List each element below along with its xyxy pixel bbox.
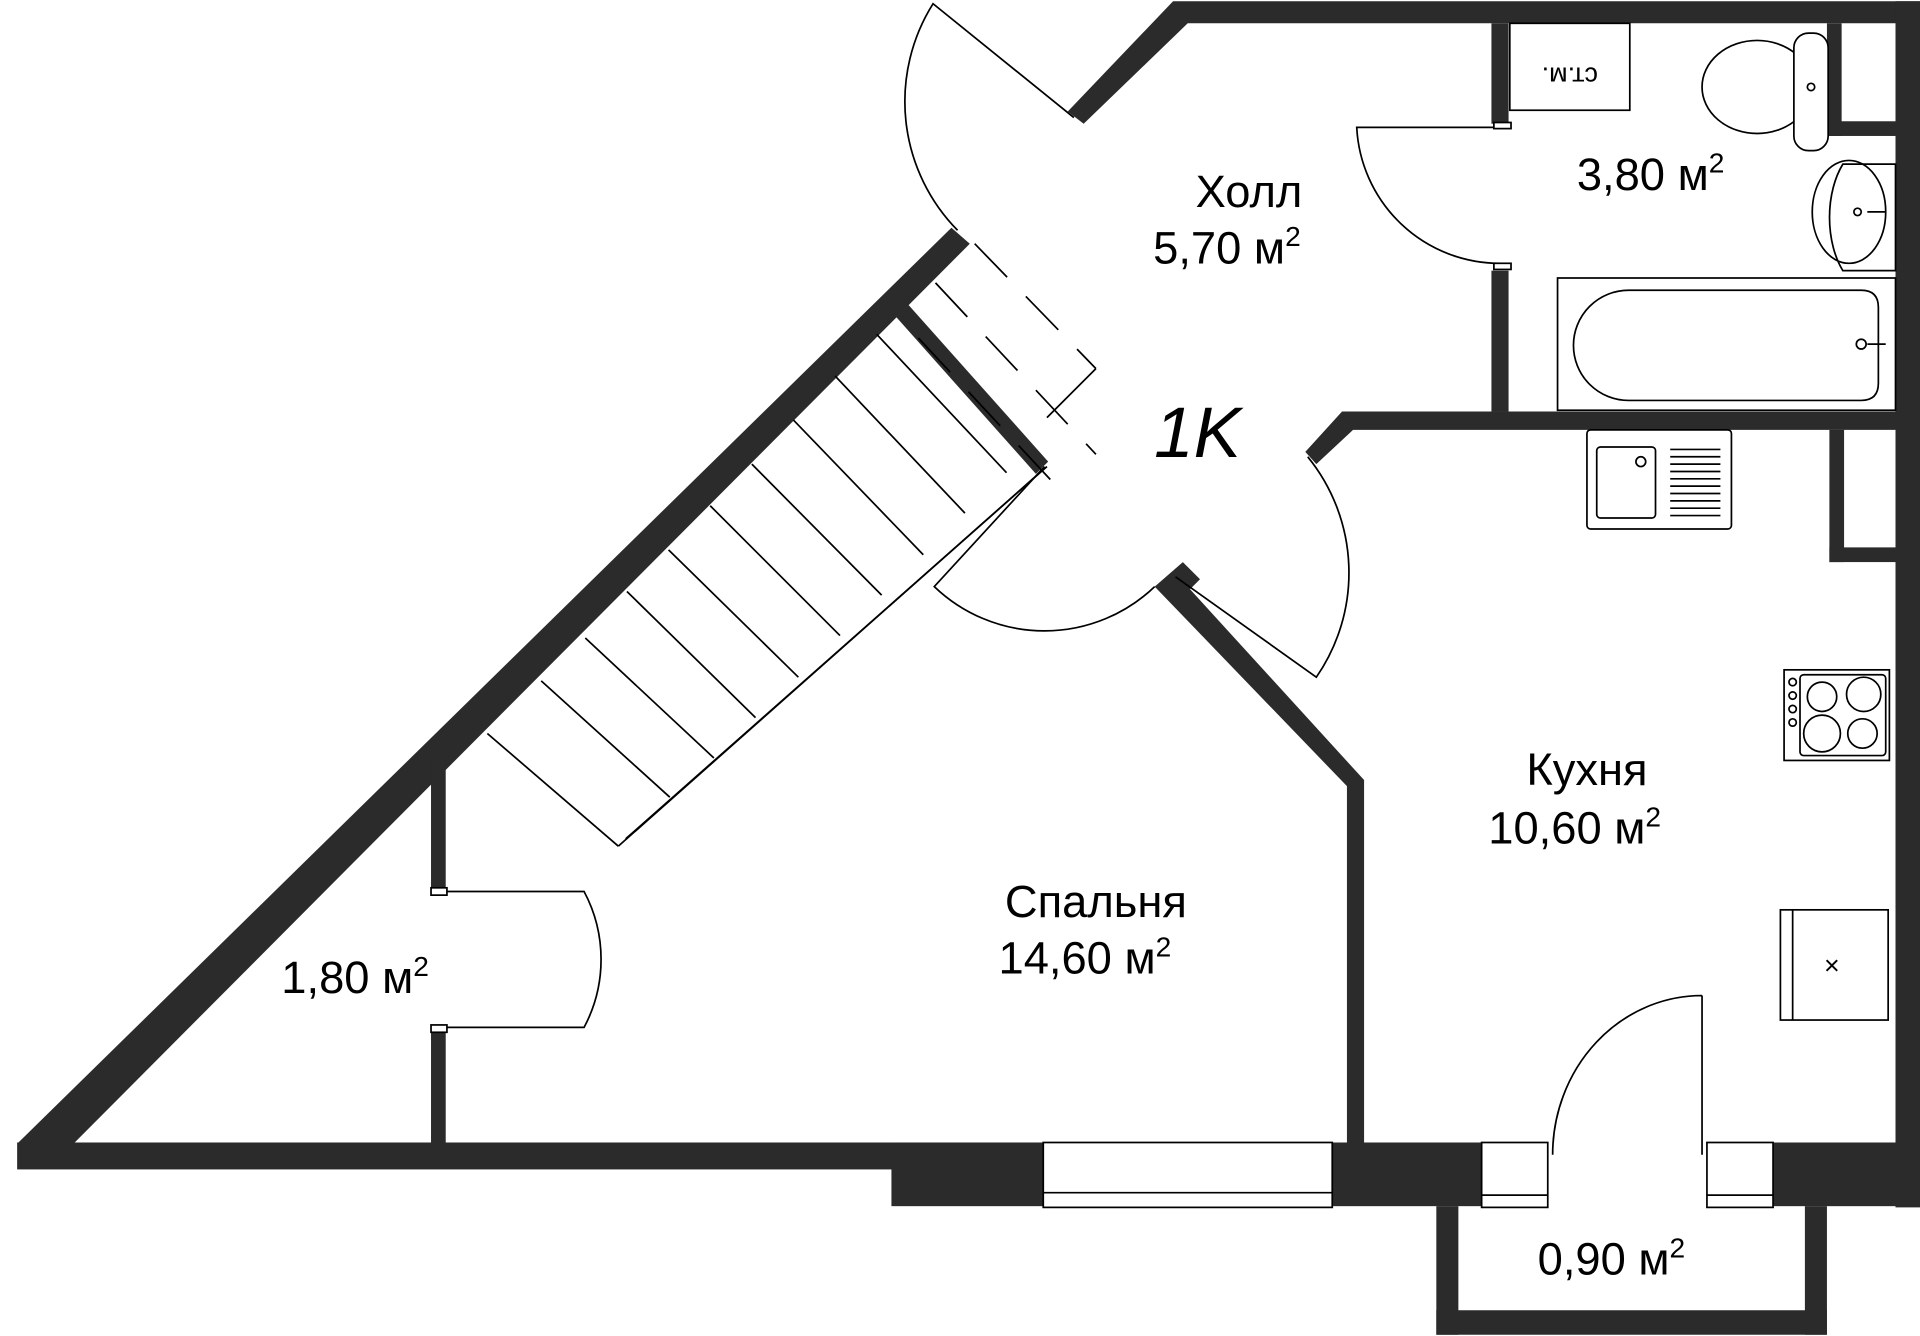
balcony-wall-right [1804, 1206, 1827, 1335]
kitchen-fixtures: × [1586, 428, 1891, 1021]
washing-machine [1508, 22, 1631, 112]
wall-bath-left-lower [1491, 270, 1509, 412]
room-name: Холл [1196, 166, 1303, 217]
toilet-icon [1701, 32, 1830, 152]
balcony-wall-left [1436, 1206, 1459, 1335]
wall-bedroom-kitchen [1154, 570, 1365, 1143]
wall-shaft-left [1829, 429, 1845, 563]
drain-board [1670, 448, 1721, 517]
room-area: 14,60 м2 [999, 931, 1172, 983]
wall-kitchen-top [1305, 411, 1920, 465]
windows [1042, 1141, 1774, 1209]
wall-toilet-niche-bottom [1826, 121, 1901, 136]
room-area: 1,80 м2 [281, 951, 429, 1003]
door-entrance [904, 2, 1075, 231]
stair-steps [540, 333, 1008, 798]
balcony-wall-bottom [1436, 1310, 1827, 1335]
sink-icon [1811, 159, 1897, 272]
wall-bottom-right [1773, 1142, 1920, 1207]
fridge-icon: × [1779, 908, 1890, 1021]
room-name: Кухня [1526, 744, 1647, 795]
staircase [486, 243, 1097, 847]
wall-shaft-bottom [1829, 547, 1901, 563]
wall-bottom-left [17, 1142, 1044, 1170]
door-bathroom [1355, 126, 1501, 265]
door-kitchen [1175, 456, 1350, 679]
room-hall: Холл 5,70 м2 [1153, 166, 1302, 273]
kitchen-sink-icon [1586, 428, 1733, 530]
wall-diagonal [17, 227, 970, 1144]
room-area: 10,60 м2 [1488, 802, 1661, 854]
door-bedroom [933, 465, 1156, 632]
walls [17, 1, 1920, 1335]
room-labels: 1K Холл 5,70 м2 3,80 м2 Кухня 10,60 м2 С… [281, 148, 1724, 1285]
room-balcony: 0,90 м2 [1538, 1233, 1686, 1285]
room-kitchen: Кухня 10,60 м2 [1488, 744, 1661, 854]
wall-stub [1173, 562, 1200, 592]
wall-storage-lower [431, 1029, 446, 1145]
window-bedroom [1042, 1141, 1334, 1209]
window-kitchen-left [1480, 1141, 1549, 1209]
apartment-code: 1K [1154, 394, 1243, 473]
wall-top [1067, 1, 1920, 124]
room-area: 5,70 м2 [1153, 221, 1301, 273]
stair-upper-dashed [917, 243, 1097, 484]
door-balcony [1551, 994, 1703, 1155]
svg-text:×: × [1824, 951, 1840, 981]
room-bathroom: 3,80 м2 [1577, 148, 1725, 200]
room-bedroom: Спальня 14,60 м2 [999, 876, 1187, 983]
wall-toilet-niche [1826, 23, 1842, 136]
wall-storage-upper [431, 754, 446, 890]
wall-stair-inner [896, 304, 1049, 474]
wall-bath-left-upper [1491, 23, 1509, 124]
doors [430, 2, 1703, 1155]
door-storage [438, 890, 602, 1029]
room-name: Спальня [1005, 876, 1187, 927]
wall-right [1895, 1, 1920, 1208]
room-area: 3,80 м2 [1577, 148, 1725, 200]
room-storage: 1,80 м2 [281, 951, 429, 1003]
window-kitchen-right [1706, 1141, 1774, 1209]
bathroom-fixtures: ст.м. [1508, 22, 1897, 412]
wall-bottom-pier [891, 1142, 1044, 1207]
washing-machine-label: ст.м. [1542, 61, 1598, 91]
wall-bottom-mid [1332, 1142, 1482, 1207]
stove-icon [1783, 668, 1891, 762]
bathtub-icon [1556, 277, 1897, 412]
room-area: 0,90 м2 [1538, 1233, 1686, 1285]
